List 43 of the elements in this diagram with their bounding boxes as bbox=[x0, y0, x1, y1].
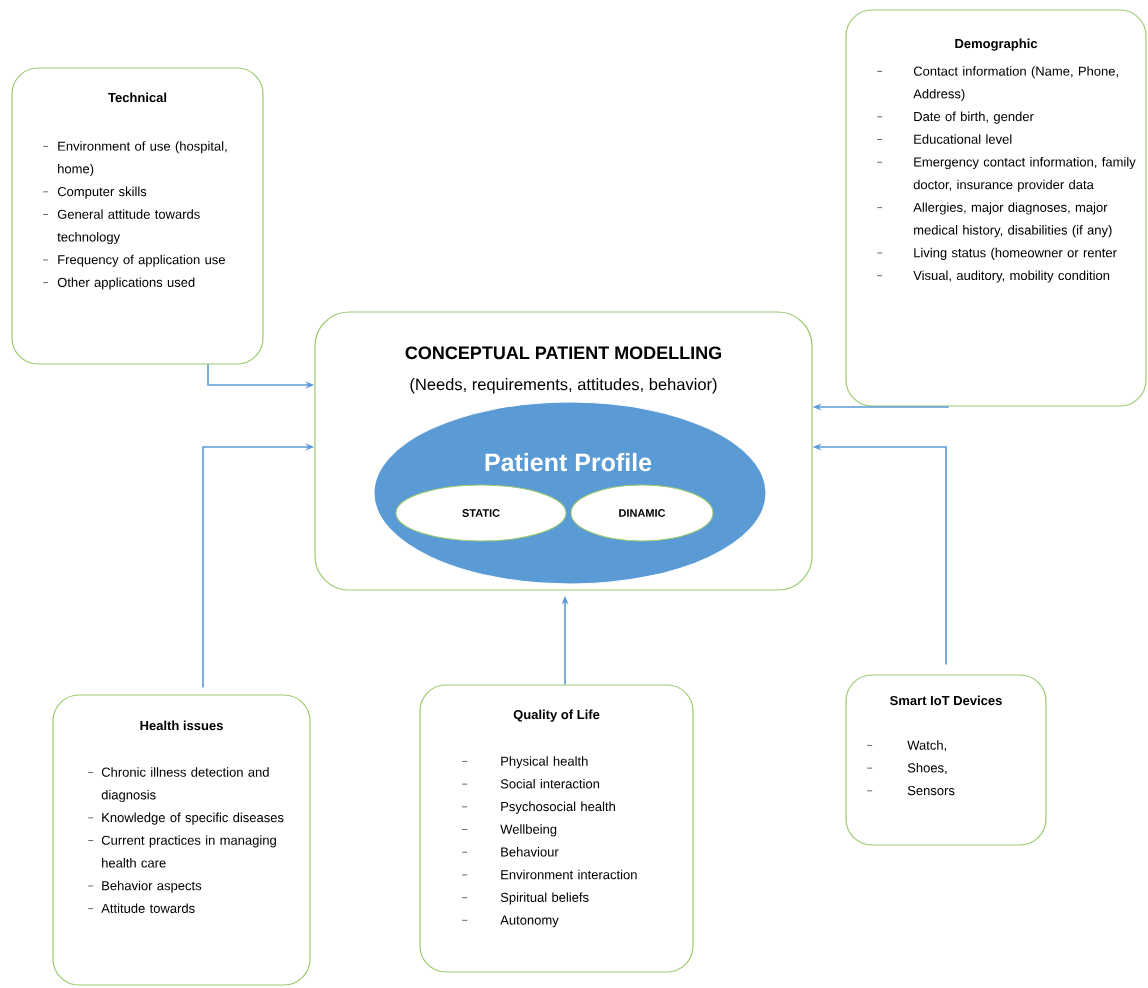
rounded-box bbox=[845, 9, 1147, 407]
node-label: Date of birth, gender bbox=[914, 111, 1034, 124]
bullet-list: Chronic illness detection and diagnosis Knowledge of specific diseases Current practices in managing health care Behavior aspects Attitude towards bbox=[87, 767, 284, 913]
box-heading: Demographic bbox=[955, 38, 1038, 51]
node-label: Current practices in managing health care bbox=[101, 835, 276, 868]
rounded-box bbox=[52, 694, 311, 986]
node-label: Behavior aspects bbox=[102, 880, 202, 893]
node-label: Frequency of application use bbox=[58, 254, 225, 267]
node-label: General attitude towards technology bbox=[57, 209, 200, 245]
box-heading: Health issues bbox=[140, 720, 223, 731]
node-label: Social interaction bbox=[500, 778, 600, 789]
rounded-box bbox=[845, 674, 1047, 846]
node-label: Physical health bbox=[501, 756, 588, 769]
box-title: CONCEPTUAL PATIENT MODELLING bbox=[405, 346, 722, 360]
node-label: Attitude towards bbox=[101, 903, 195, 913]
node-label: Environment interaction bbox=[501, 869, 637, 880]
node-label: Allergies, major diagnoses, major medical history, disabilities (if any) bbox=[913, 202, 1112, 238]
box-heading: Smart IoT Devices bbox=[890, 695, 1002, 706]
node-label: Other applications used bbox=[57, 277, 195, 290]
node-label: Behaviour bbox=[501, 847, 559, 857]
bullet-list: Physical health Social interaction Psychosocial health Wellbeing Behaviour Environment interaction Spiritual beliefs Autonomy bbox=[461, 756, 637, 928]
bullet-list: Watch, Shoes, Sensors bbox=[866, 740, 955, 796]
node-label: Contact information (Name, Phone, Address) bbox=[913, 66, 1118, 102]
node-label: Spiritual beliefs bbox=[500, 892, 589, 905]
bullet-list: Contact information (Name, Phone, Address) Date of birth, gender Educational level Emergency contact information, family doctor, insurance provider data Allergies, major diagnoses, major medical history, disabilities (if any) Living status (homeowner or renter Visual, auditory, mobility condition bbox=[876, 66, 1136, 283]
node-label: Psychosocial health bbox=[501, 801, 615, 814]
node-label: Computer skills bbox=[57, 186, 147, 199]
node-label: Wellbeing bbox=[500, 824, 557, 837]
box-subtitle: (Needs, requirements, attitudes, behavior) bbox=[410, 378, 717, 394]
node-label: Environment of use (hospital, home) bbox=[58, 141, 227, 177]
node-label: Knowledge of specific diseases bbox=[102, 812, 284, 825]
box-heading: Quality of Life bbox=[513, 709, 600, 722]
node-label: Visual, auditory, mobility condition bbox=[913, 270, 1110, 283]
rounded-box bbox=[11, 67, 264, 365]
node-label: Autonomy bbox=[500, 915, 559, 928]
node-label: Chronic illness detection and diagnosis bbox=[101, 767, 269, 803]
bullet-list: Environment of use (hospital, home) Computer skills General attitude towards technology Frequency of application use Other applications used bbox=[42, 141, 227, 290]
rounded-box bbox=[314, 311, 813, 591]
node-label: Emergency contact information, family doctor, insurance provider data bbox=[913, 157, 1136, 192]
rounded-box bbox=[419, 684, 694, 973]
node-label: Living status (homeowner or renter bbox=[914, 247, 1117, 260]
node-label: Educational level bbox=[914, 134, 1012, 144]
box-heading: Technical bbox=[108, 92, 167, 103]
